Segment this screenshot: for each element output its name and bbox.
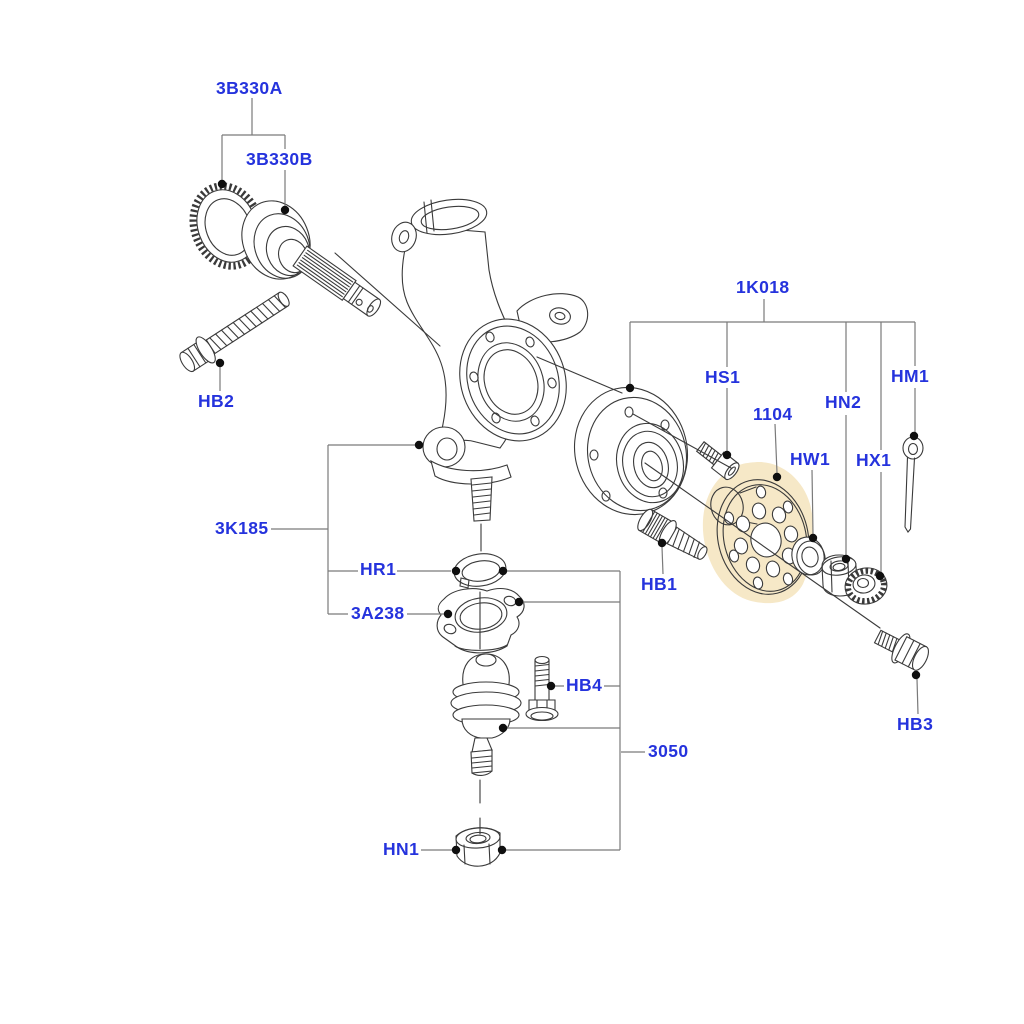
part-cv-axle — [241, 200, 382, 317]
part-label-hb2: HB2 — [198, 391, 235, 411]
part-label-hn1: HN1 — [383, 839, 420, 859]
part-label-hw1: HW1 — [790, 449, 831, 469]
part-label-3050: 3050 — [648, 741, 689, 761]
plate-3a238 — [436, 587, 525, 654]
part-label-1104: 1104 — [753, 404, 793, 424]
part-label-hb1: HB1 — [641, 574, 678, 594]
part-label-3b330a: 3B330A — [216, 78, 283, 98]
part-wheel-hub — [573, 386, 689, 516]
bolt-hb2 — [179, 291, 290, 373]
part-label-hx1: HX1 — [856, 450, 892, 470]
part-label-hb3: HB3 — [897, 714, 934, 734]
callout-dots — [215, 179, 921, 855]
part-label-hr1: HR1 — [360, 559, 397, 579]
part-label-3a238: 3A238 — [351, 603, 405, 623]
part-label-hs1: HS1 — [705, 367, 741, 387]
bolt-hs1 — [695, 441, 740, 481]
ball-joint-3050 — [450, 653, 522, 776]
part-washer-hw1 — [791, 536, 826, 576]
leader-lines — [219, 98, 919, 851]
bolt-hb1 — [637, 508, 708, 560]
axis-lines — [334, 252, 881, 835]
part-label-1k018: 1K018 — [736, 277, 790, 297]
cotter-pin-hm1 — [902, 436, 924, 533]
nut-hn1 — [455, 827, 501, 867]
part-label-3k185: 3K185 — [215, 518, 269, 538]
bolt-hb3 — [873, 629, 929, 671]
bolt-hb4 — [525, 655, 559, 722]
part-label-hb4: HB4 — [566, 675, 603, 695]
part-label-3b330b: 3B330B — [246, 149, 313, 169]
part-label-hm1: HM1 — [891, 366, 930, 386]
part-label-hn2: HN2 — [825, 392, 862, 412]
part-steering-knuckle — [391, 198, 589, 522]
